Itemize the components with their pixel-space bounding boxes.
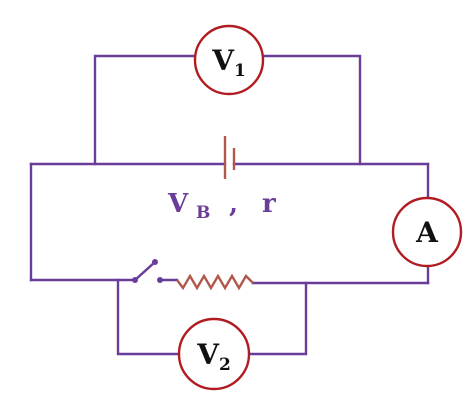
battery-voltage-subscript: B	[196, 203, 210, 223]
switch-icon[interactable]	[132, 259, 163, 283]
battery-internal-resistance: r	[262, 189, 276, 219]
battery-label: V B , r	[167, 189, 276, 223]
switch-contact-right	[157, 277, 163, 283]
v1-branch-wires	[93, 54, 362, 166]
battery-voltage-symbol: V	[167, 189, 189, 219]
voltmeter-v2[interactable]: V2	[177, 317, 251, 391]
battery-icon	[223, 136, 236, 179]
v2-wire-right	[247, 281, 308, 356]
voltmeter-v2-ring	[177, 317, 251, 391]
ammeter[interactable]: A	[391, 196, 463, 268]
v2-branch-wires	[116, 278, 308, 356]
voltmeter-v1-ring	[193, 24, 265, 96]
voltmeter-v1[interactable]: V1	[193, 24, 265, 96]
switch-contact-top	[152, 259, 158, 265]
v1-wire-left	[93, 54, 197, 166]
v2-wire-left	[116, 278, 181, 356]
v1-wire-right	[261, 54, 362, 166]
ammeter-label: A	[415, 216, 439, 249]
resistor-zigzag	[176, 273, 254, 291]
switch-pivot	[132, 277, 138, 283]
voltmeter-v1-label: V1	[211, 44, 246, 81]
main-loop-wires	[29, 162, 430, 285]
voltmeter-v2-label: V2	[196, 338, 231, 375]
resistor-icon	[176, 273, 254, 291]
switch-blade	[133, 260, 157, 282]
ammeter-ring	[391, 196, 463, 268]
battery-label-separator: ,	[229, 189, 238, 219]
